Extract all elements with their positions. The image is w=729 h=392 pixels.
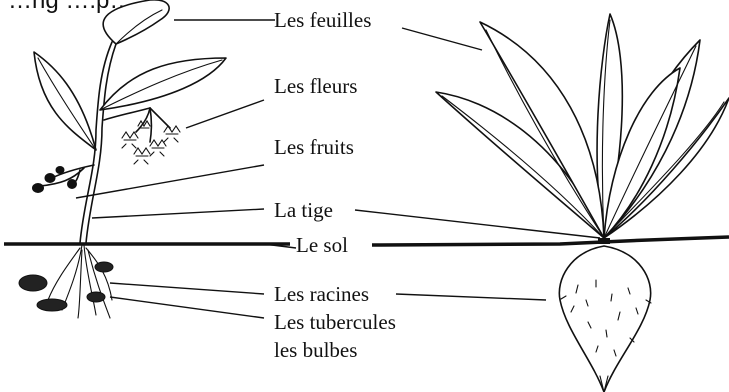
root-collar <box>598 238 610 244</box>
leader-roots-right <box>396 294 546 300</box>
label-roots: Les racines <box>274 282 369 306</box>
beet-root <box>559 246 650 392</box>
label-fruits: Les fruits <box>274 135 354 159</box>
tuber <box>37 299 67 311</box>
label-soil: Le sol <box>296 233 348 257</box>
label-leaves: Les feuilles <box>274 8 371 32</box>
label-tubers-line2: les bulbes <box>274 338 357 362</box>
fruit <box>45 173 56 183</box>
label-stem: La tige <box>274 198 333 222</box>
leader-stem-right <box>355 210 600 238</box>
tuber <box>95 262 113 272</box>
fruit <box>32 183 44 193</box>
leader-leaves-right <box>402 28 482 50</box>
left-plant-illustration <box>19 0 226 318</box>
leader-tubers <box>110 297 264 318</box>
tuber <box>19 275 47 291</box>
fruit <box>56 166 65 174</box>
fruit <box>67 179 77 189</box>
tuber <box>87 292 105 302</box>
leader-stem-left <box>92 209 264 218</box>
label-flowers: Les fleurs <box>274 74 357 98</box>
leader-flowers <box>186 100 264 128</box>
right-plant-illustration <box>436 14 729 392</box>
label-tubers-line1: Les tubercules <box>274 310 396 334</box>
leader-fruits <box>76 165 264 198</box>
leader-roots-left <box>110 283 264 294</box>
soil-line <box>372 237 729 245</box>
